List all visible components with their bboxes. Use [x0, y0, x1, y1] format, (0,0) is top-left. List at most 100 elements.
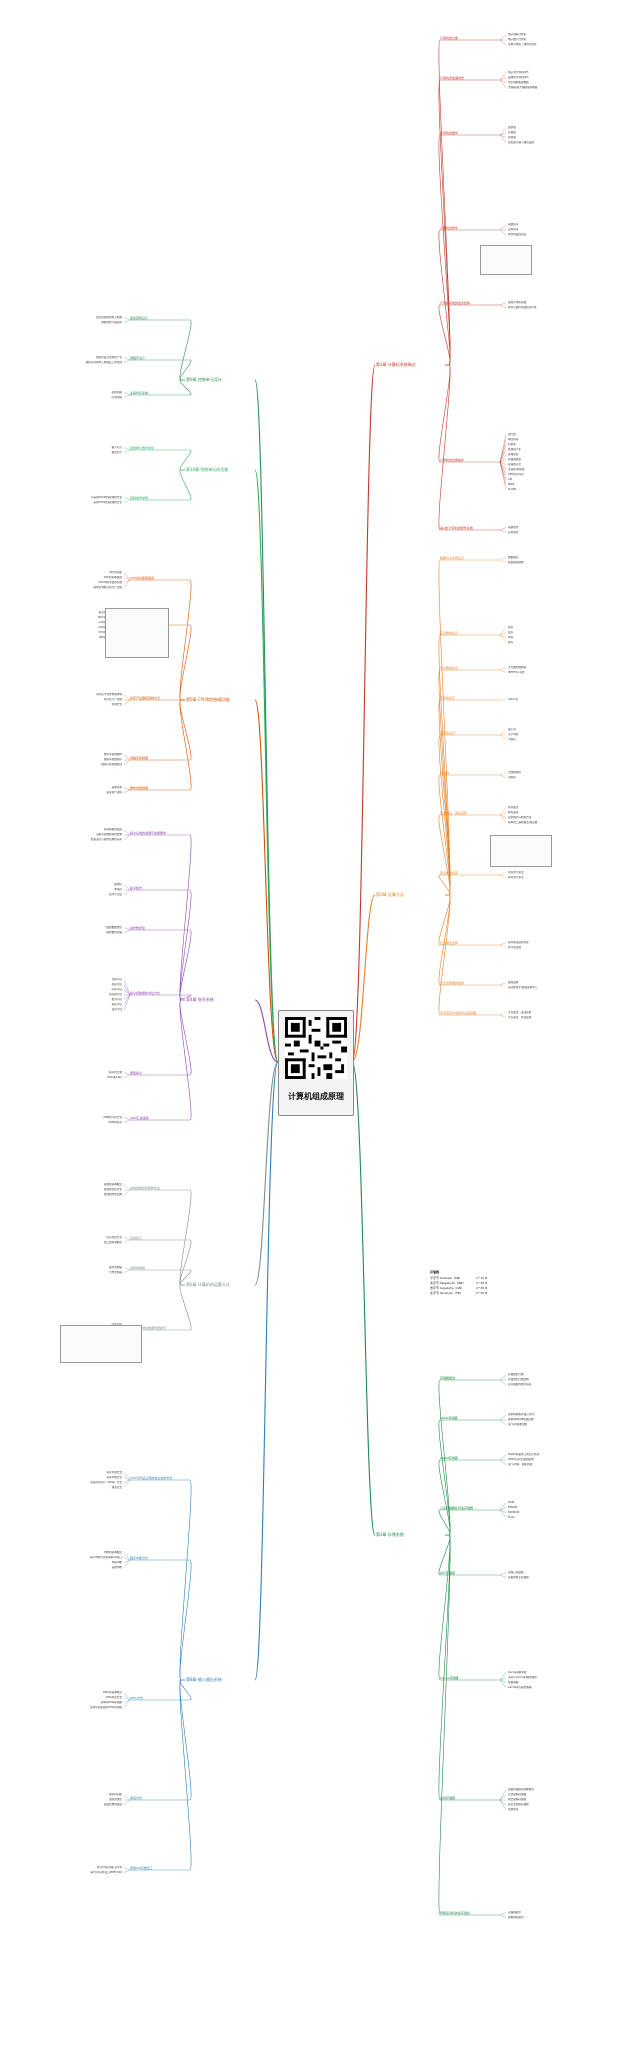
section-node[interactable]: 第1章 计算机的软件系统	[440, 526, 473, 530]
section-node[interactable]: 定点加法、减法运算	[440, 811, 468, 815]
chapter-node-c5[interactable]: 第5章 CPU和控制器功能	[185, 697, 231, 702]
section-node[interactable]: 指令格式	[130, 886, 143, 890]
leaf-node: 并行I/O标准接口SCSI	[96, 1865, 122, 1869]
section-node[interactable]: 多级时序系统	[130, 391, 149, 395]
leaf-node: 虚拟存储器的基本概念	[508, 1788, 534, 1791]
section-node[interactable]: 通道方式	[130, 1796, 143, 1800]
section-node[interactable]: CPU的功能和组成	[130, 576, 155, 580]
section-node[interactable]: 存储器概述	[440, 1376, 456, 1380]
section-node[interactable]: 计算机的分类	[440, 36, 459, 40]
connector	[499, 77, 507, 81]
section-node[interactable]: 硬布线控制器	[130, 786, 149, 790]
section-node[interactable]: 微程序设计	[130, 356, 146, 360]
section-node[interactable]: 操作数类型	[130, 926, 146, 930]
section-node[interactable]: 浮点运算方法和浮点运算器	[440, 1011, 477, 1015]
section-node[interactable]: 计算机的性能指标	[440, 458, 465, 462]
section-node[interactable]: 计算机系统的层次结构	[440, 301, 471, 305]
connector	[123, 1074, 131, 1078]
chapter-node-c8[interactable]: 第8章 输入输出系统	[185, 1677, 223, 1682]
leaf-node: 分布式仲裁	[109, 1270, 122, 1274]
connector	[499, 874, 507, 878]
connector	[123, 994, 131, 1011]
section-node[interactable]: 控制单元的外特性	[130, 446, 155, 450]
section-node[interactable]: 奔腾系列机的虚存组织	[440, 1911, 471, 1915]
section-node[interactable]: 总线接口	[130, 1236, 143, 1240]
connector	[123, 1072, 131, 1076]
connector	[499, 814, 507, 818]
leaf-node: 组合逻辑控制单元框图	[96, 315, 122, 319]
leaf-node: 多模块交叉存储器	[508, 1575, 529, 1579]
leaf-node: 晶体管计算机时代	[508, 75, 529, 79]
chapter-node-c6[interactable]: 第6章 计算机的运算方法	[185, 1282, 231, 1287]
connector	[123, 787, 131, 791]
leaf-node: 对指令系统性能的要求	[96, 833, 122, 836]
connector	[499, 1799, 507, 1811]
map-title: 计算机组成原理	[288, 1092, 344, 1101]
leaf-node: 总线的连接方式	[103, 1188, 122, 1191]
section-node[interactable]: 指令和数据的寻址方式	[130, 991, 161, 995]
connector	[179, 1269, 192, 1286]
section-node[interactable]: 定点数的表示	[440, 631, 459, 635]
section-node[interactable]: 校验码	[440, 771, 450, 775]
section-node[interactable]: 指令系统的发展与性能要求	[130, 831, 167, 835]
leaf-node: CPU的基本组成	[103, 575, 122, 579]
section-node[interactable]: 只读存储器和闪速存储器	[440, 1506, 474, 1510]
section-node[interactable]: CPU与外设之间的信息交换方式	[130, 1476, 173, 1480]
connector	[499, 1379, 507, 1386]
section-node[interactable]: 虚拟存储器	[440, 1796, 456, 1800]
chapter-node-c2[interactable]: 第2章 运算方法	[375, 892, 405, 897]
leaf-node: 基址寻址	[111, 1003, 122, 1006]
section-node[interactable]: 字符的表示	[440, 696, 456, 700]
leaf-node: 变址寻址	[111, 1008, 122, 1011]
section-node[interactable]: 计算机的硬件	[440, 131, 459, 135]
central-node[interactable]: 计算机组成原理	[278, 1010, 354, 1116]
section-node[interactable]: DMA方式	[130, 1696, 143, 1700]
section-node[interactable]: ARM汇编语言	[130, 1116, 149, 1120]
leaf-node: CPU中的主要寄存器	[98, 580, 122, 584]
section-node[interactable]: DRAM存储器	[440, 1456, 458, 1460]
section-node[interactable]: 总线的仲裁	[130, 1266, 146, 1270]
leaf-node: 中断的基本概念	[103, 1550, 122, 1554]
connector	[123, 1799, 131, 1806]
connector	[123, 1189, 131, 1196]
section-node[interactable]: 程序中断方式	[130, 1556, 149, 1560]
connector	[254, 699, 279, 1063]
leaf-node: 软件与硬件的逻辑等价性	[508, 305, 537, 309]
section-node[interactable]: 数据与文字的表示	[440, 556, 465, 560]
section-node[interactable]: 总线的定时和数据传送模式	[130, 1326, 167, 1330]
section-node[interactable]: 定点除法运算	[440, 941, 459, 945]
chapter-node-c9[interactable]: 第9章 控制单元设计	[185, 377, 223, 382]
chapter-node-c3[interactable]: 第3章 存储系统	[375, 1532, 405, 1537]
section-node[interactable]: 典型指令	[130, 1071, 143, 1075]
section-node[interactable]: 控制信号举例	[130, 496, 149, 500]
chapter-node-c1[interactable]: 第1章 计算机系统概论	[375, 362, 417, 367]
chapter-node-c7[interactable]: 第10章 控制单元的功能	[185, 467, 230, 472]
section-node[interactable]: 定点运算器的组成	[440, 981, 465, 985]
section-node[interactable]: 汉字的表示	[440, 731, 456, 735]
section-node[interactable]: 计算机的软件	[440, 226, 459, 230]
qr-code-graphic	[285, 1017, 347, 1079]
connector	[123, 1267, 131, 1271]
connector	[499, 1012, 507, 1016]
section-node[interactable]: 浮点数的表示	[440, 666, 459, 670]
chapter-node-c4[interactable]: 第4章 指令系统	[185, 997, 215, 1002]
leaf-node: 微命令和微操作	[103, 753, 122, 756]
section-node[interactable]: 通用I/O标准接口	[130, 1866, 153, 1870]
leaf-node: 原码除法运算原理	[508, 940, 529, 944]
connector	[499, 527, 507, 531]
connector	[123, 927, 131, 931]
section-node[interactable]: 微程序控制器	[130, 756, 149, 760]
section-node[interactable]: 时序产生器和控制方式	[130, 696, 161, 700]
connector	[499, 79, 507, 83]
section-node[interactable]: 计算机的发展简史	[440, 76, 465, 80]
section-node[interactable]: 总线的概念和结构形态	[130, 1186, 161, 1190]
connector	[123, 317, 131, 321]
section-node[interactable]: 并行存储器	[440, 1571, 456, 1575]
section-node[interactable]: 定点乘法运算	[440, 871, 459, 875]
connector	[499, 634, 507, 643]
leaf-node: CPU执行时间	[508, 472, 524, 476]
connector	[179, 1559, 192, 1681]
section-node[interactable]: SRAM存储器	[440, 1416, 458, 1420]
section-node[interactable]: Cache存储器	[440, 1676, 459, 1680]
section-node[interactable]: 组合逻辑设计	[130, 316, 149, 320]
